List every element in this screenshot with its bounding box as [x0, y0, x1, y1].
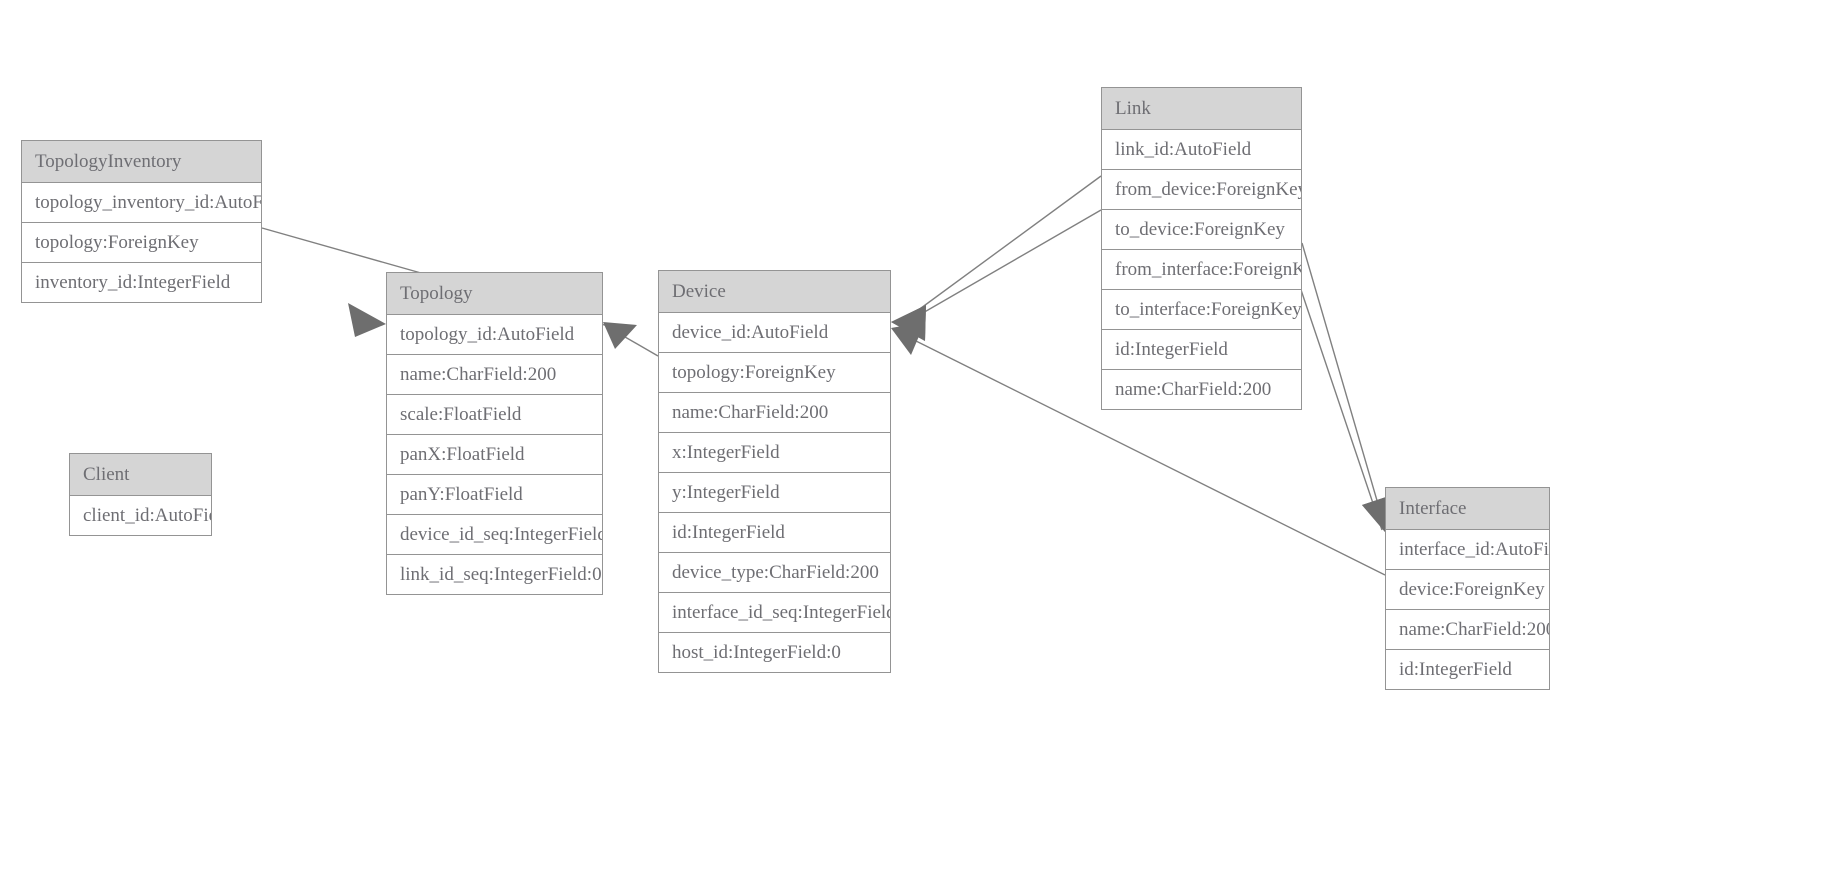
entity-title-topology: Topology	[387, 273, 602, 315]
entity-title-topology-inventory: TopologyInventory	[22, 141, 261, 183]
field-row: topology:ForeignKey	[659, 353, 890, 393]
field-row: device_id_seq:IntegerField:0	[387, 515, 602, 555]
field-row: panX:FloatField	[387, 435, 602, 475]
edge-link-to-device	[891, 209, 1102, 341]
field-row: inventory_id:IntegerField	[22, 263, 261, 302]
entity-device[interactable]: Device device_id:AutoField topology:Fore…	[658, 270, 891, 673]
field-row: id:IntegerField	[1386, 650, 1549, 689]
edge-link-to-interface	[1296, 277, 1392, 532]
edge-link-from-interface	[1301, 242, 1392, 532]
field-row: link_id:AutoField	[1102, 130, 1301, 170]
entity-title-client: Client	[70, 454, 211, 496]
field-row: topology_inventory_id:AutoField	[22, 183, 261, 223]
field-row: topology_id:AutoField	[387, 315, 602, 355]
entity-interface[interactable]: Interface interface_id:AutoField device:…	[1385, 487, 1550, 690]
entity-title-device: Device	[659, 271, 890, 313]
field-row: x:IntegerField	[659, 433, 890, 473]
field-row: name:CharField:200	[387, 355, 602, 395]
field-row: id:IntegerField	[1102, 330, 1301, 370]
field-row: y:IntegerField	[659, 473, 890, 513]
entity-topology[interactable]: Topology topology_id:AutoField name:Char…	[386, 272, 603, 595]
entity-link[interactable]: Link link_id:AutoField from_device:Forei…	[1101, 87, 1302, 410]
field-row: link_id_seq:IntegerField:0	[387, 555, 602, 594]
edge-device-topology	[603, 322, 659, 357]
field-row: device_type:CharField:200	[659, 553, 890, 593]
edge-link-from-device	[891, 175, 1102, 341]
field-row: from_interface:ForeignKey	[1102, 250, 1301, 290]
field-row: name:CharField:200	[659, 393, 890, 433]
field-row: from_device:ForeignKey	[1102, 170, 1301, 210]
field-row: host_id:IntegerField:0	[659, 633, 890, 672]
field-row: scale:FloatField	[387, 395, 602, 435]
field-row: id:IntegerField	[659, 513, 890, 553]
field-row: client_id:AutoField	[70, 496, 211, 535]
field-row: name:CharField:200	[1102, 370, 1301, 409]
entity-title-link: Link	[1102, 88, 1301, 130]
entity-title-interface: Interface	[1386, 488, 1549, 530]
entity-client[interactable]: Client client_id:AutoField	[69, 453, 212, 536]
field-row: interface_id_seq:IntegerField:0	[659, 593, 890, 633]
field-row: to_device:ForeignKey	[1102, 210, 1301, 250]
field-row: topology:ForeignKey	[22, 223, 261, 263]
entity-topology-inventory[interactable]: TopologyInventory topology_inventory_id:…	[21, 140, 262, 303]
field-row: interface_id:AutoField	[1386, 530, 1549, 570]
field-row: panY:FloatField	[387, 475, 602, 515]
field-row: device:ForeignKey	[1386, 570, 1549, 610]
field-row: device_id:AutoField	[659, 313, 890, 353]
field-row: to_interface:ForeignKey	[1102, 290, 1301, 330]
field-row: name:CharField:200	[1386, 610, 1549, 650]
